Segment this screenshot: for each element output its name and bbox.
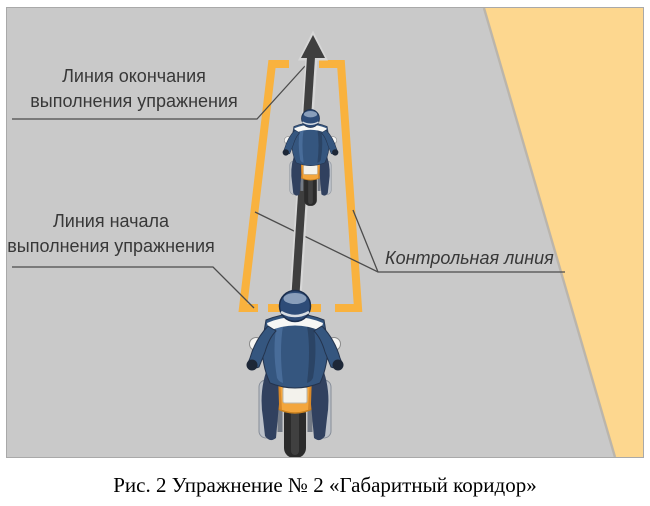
corridor-right-rail: [319, 60, 363, 312]
corridor-left-rail: [238, 60, 289, 312]
motorcyclist-start: [247, 291, 344, 458]
control-line-label: Контрольная линия: [385, 248, 554, 268]
start-line-leader: [12, 266, 255, 309]
finish-line-label-line1: Линия окончания: [62, 66, 206, 86]
side-zone-area: [485, 8, 643, 457]
finish-line-leader: [12, 65, 306, 120]
figure-caption: Рис. 2 Упражнение № 2 «Габаритный коридо…: [113, 473, 537, 497]
start-line-label: Линия начала выполнения упражнения: [4, 209, 218, 259]
finish-line-label-line2: выполнения упражнения: [30, 91, 238, 111]
finish-line-label: Линия окончания выполнения упражнения: [8, 64, 260, 114]
start-line-label-line2: выполнения упражнения: [7, 236, 215, 256]
exercise-diagram: [6, 7, 644, 458]
motorcyclist-finish: [281, 108, 340, 208]
side-zone-edge-shadow: [482, 8, 617, 457]
control-line-leader-right: [352, 209, 379, 273]
diagram-canvas: [12, 8, 643, 458]
arrow-head: [301, 35, 325, 58]
start-line-label-line1: Линия начала: [52, 211, 170, 231]
